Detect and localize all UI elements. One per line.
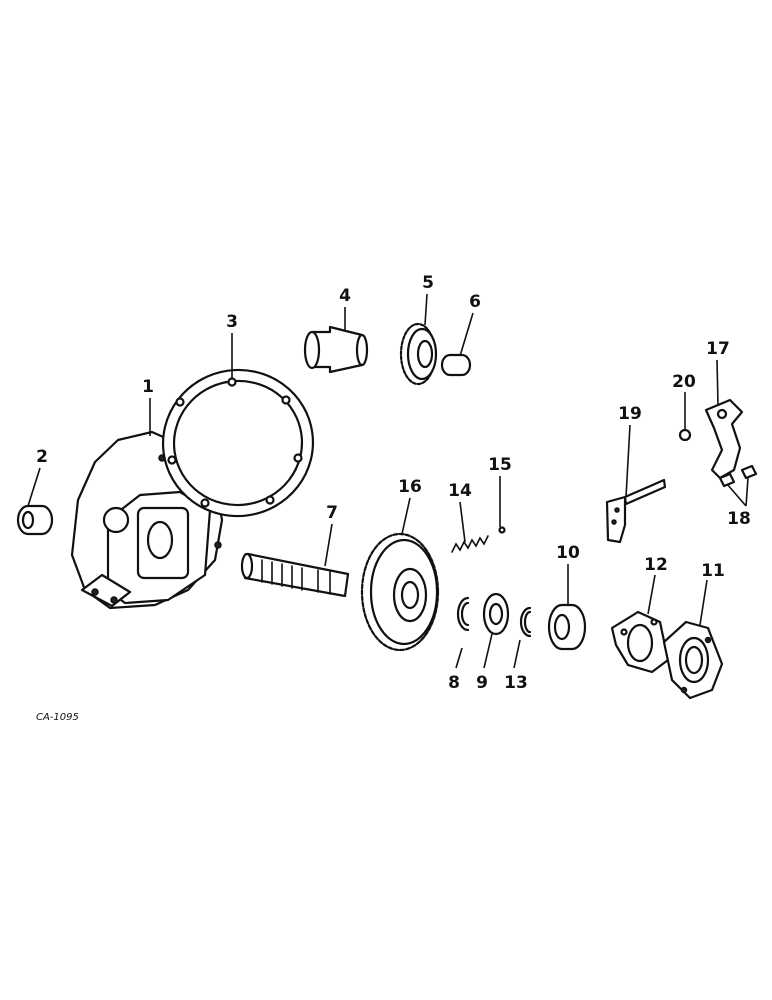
callout-11: 11: [701, 561, 725, 581]
callout-10: 10: [556, 543, 580, 563]
gasket-part-12: [610, 610, 670, 674]
needle-bearing-part-2: [16, 504, 54, 536]
pin-part-4: [303, 325, 369, 374]
cover-part-11: [662, 620, 724, 700]
callout-1: 1: [142, 377, 154, 397]
callout-18: 18: [727, 509, 751, 529]
callout-4: 4: [339, 286, 351, 306]
callout-5: 5: [422, 273, 434, 293]
snap-ring-part-13: [519, 606, 532, 638]
callout-8: 8: [448, 673, 460, 693]
callout-17: 17: [706, 339, 730, 359]
callout-2: 2: [36, 447, 48, 467]
callout-15: 15: [488, 455, 512, 475]
callout-7: 7: [326, 503, 338, 523]
seal-part-10: [547, 603, 587, 651]
callout-13: 13: [504, 673, 528, 693]
large-gear-part-16: [360, 532, 440, 652]
spacer-part-6: [440, 353, 472, 377]
callout-6: 6: [469, 292, 481, 312]
shoes-part-18: [718, 464, 758, 488]
small-gear-part-5: [399, 322, 438, 386]
shaft-part-7: [240, 552, 350, 598]
drawing-code: CA-1095: [36, 712, 79, 723]
callout-20: 20: [672, 372, 696, 392]
spring-part-14: [451, 535, 489, 553]
callout-14: 14: [448, 481, 472, 501]
callout-16: 16: [398, 477, 422, 497]
callout-3: 3: [226, 312, 238, 332]
shift-fork-part-17: [704, 398, 744, 480]
leader-lines: [27, 293, 749, 669]
shift-arm-part-19: [605, 478, 667, 544]
gasket-part-3: [161, 368, 315, 518]
ball-part-15: [498, 526, 506, 534]
snap-ring-part-8: [456, 596, 470, 632]
callout-12: 12: [644, 555, 668, 575]
callout-19: 19: [618, 404, 642, 424]
callout-9: 9: [476, 673, 488, 693]
ball-bearing-part-9: [482, 592, 510, 636]
ball-part-20: [678, 428, 692, 442]
